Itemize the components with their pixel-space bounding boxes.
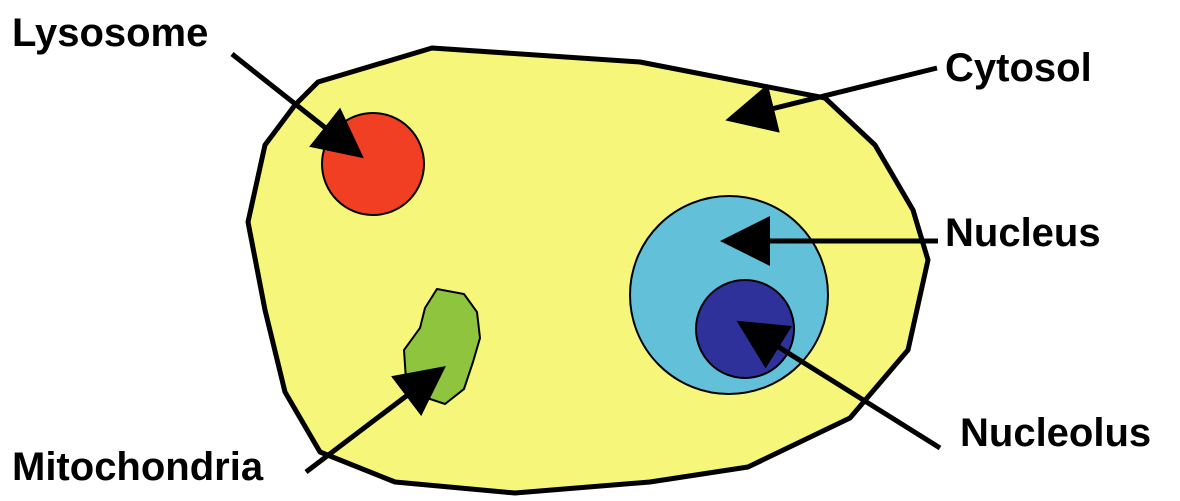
lysosome-organelle xyxy=(322,113,424,215)
cytosol-label: Cytosol xyxy=(945,48,1092,88)
cell-cytosol xyxy=(248,48,928,493)
mitochondria-label: Mitochondria xyxy=(12,447,263,487)
nucleolus-organelle xyxy=(696,280,794,378)
nucleus-label: Nucleus xyxy=(945,213,1101,253)
nucleolus-label: Nucleolus xyxy=(960,413,1151,453)
lysosome-label: Lysosome xyxy=(12,13,208,53)
